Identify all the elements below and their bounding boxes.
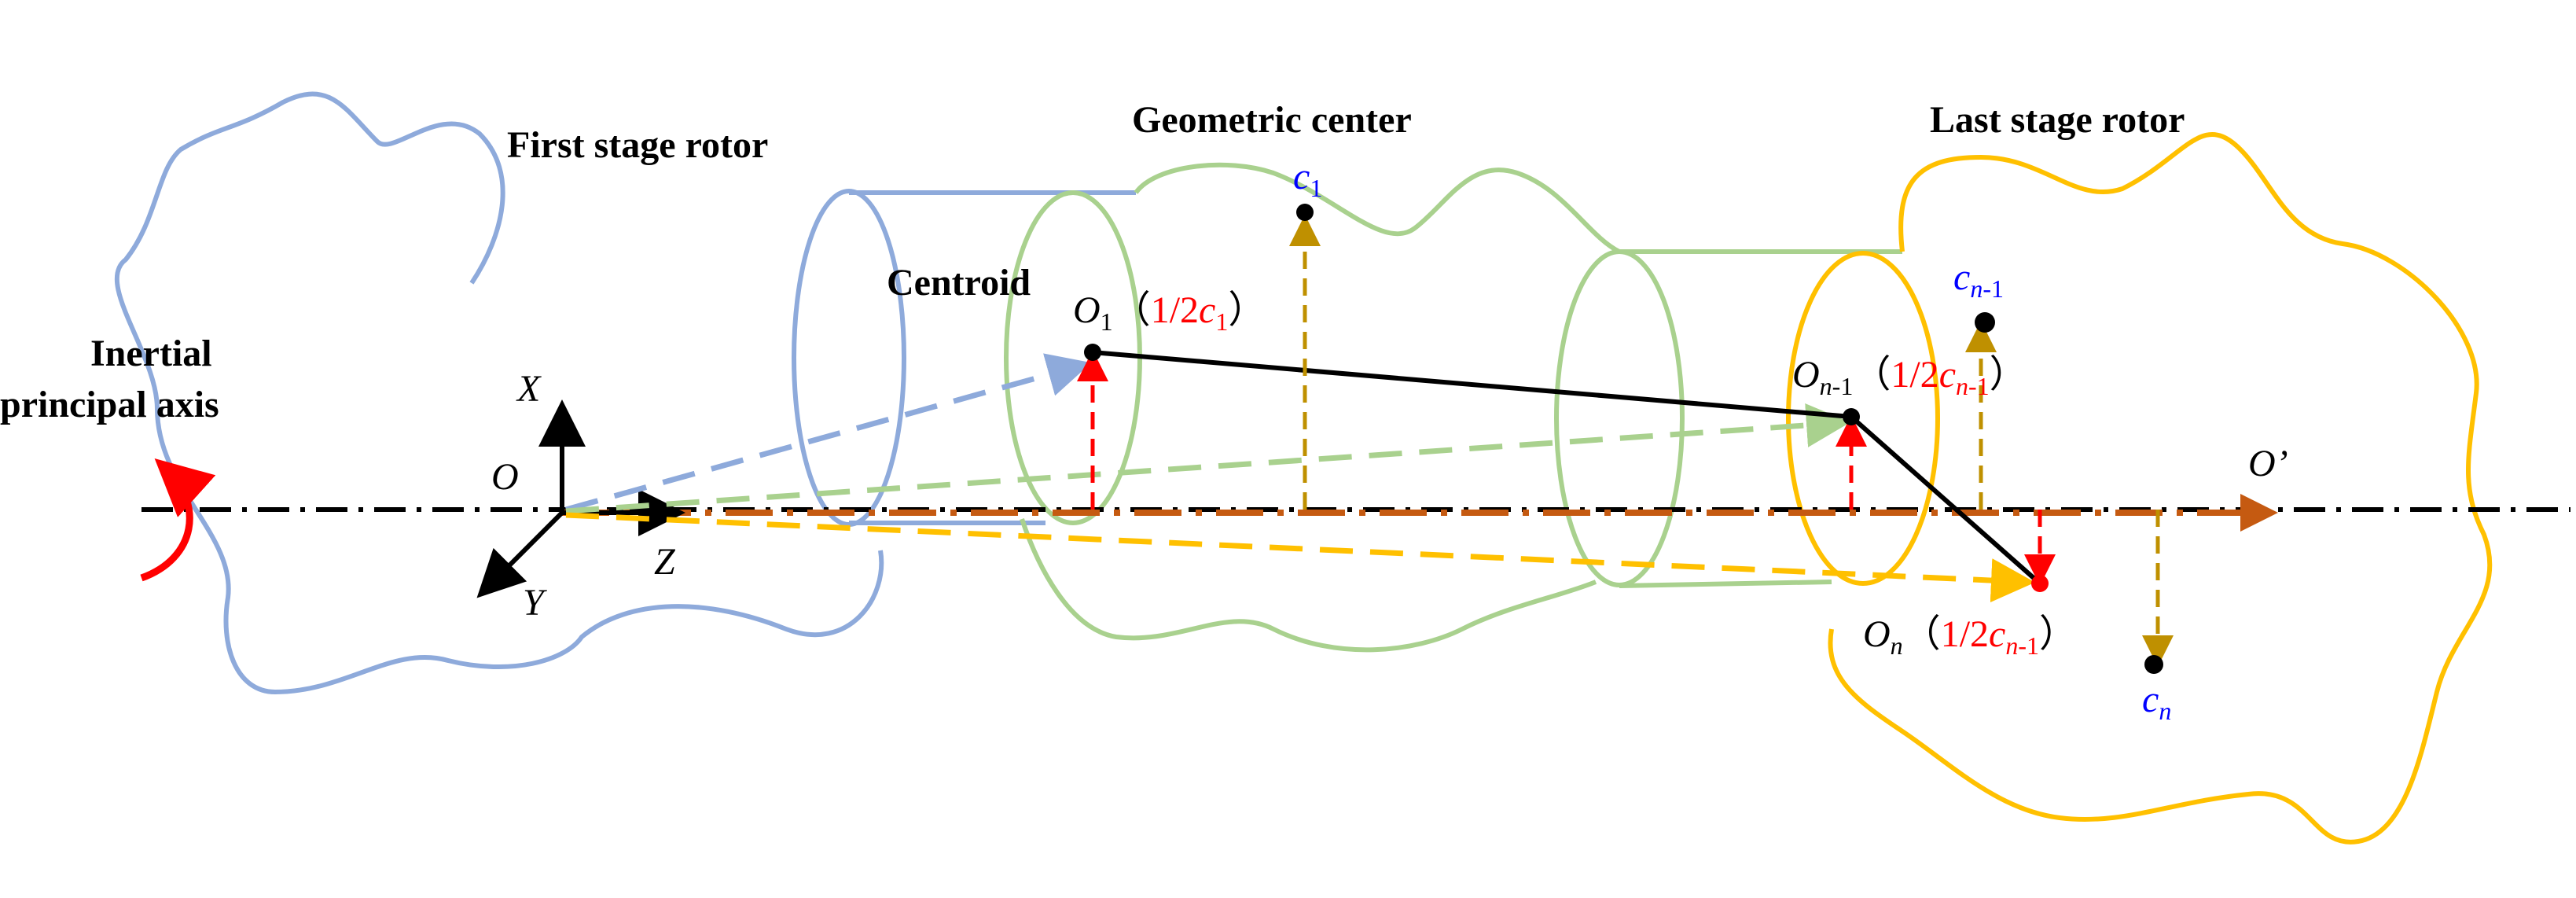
first-stage-rotor-outline: [114, 91, 884, 695]
label-c1: c1: [1293, 156, 1322, 202]
label-on: On（1/2cn-1）: [1863, 613, 2077, 660]
last-stage-rotor-outline: [1828, 132, 2493, 845]
label-axis-x: X: [516, 368, 542, 410]
label-geometric-center: Geometric center: [1132, 99, 1412, 141]
ray-to-on: [565, 512, 2035, 603]
point-cn1: [1975, 312, 1995, 333]
label-inertial: Inertial: [90, 333, 212, 374]
ray-to-o1: [565, 353, 1092, 513]
second-cylinder-face: [1554, 249, 1685, 587]
point-on: [2031, 575, 2049, 592]
y-axis-arrow: [476, 510, 564, 598]
point-o1: [1084, 344, 1101, 361]
label-last-stage-rotor: Last stage rotor: [1930, 99, 2185, 141]
label-cn: cn: [2142, 679, 2171, 725]
point-cn: [2144, 655, 2163, 674]
label-o-prime: O’: [2248, 443, 2288, 484]
middle-rotor-outline: [1134, 162, 1621, 254]
label-on1: On-1（1/2cn-1）: [1792, 354, 2027, 400]
first-cylinder-face: [792, 189, 906, 527]
label-o1: O1（1/2c1）: [1073, 289, 1266, 336]
label-first-stage-rotor: First stage rotor: [507, 124, 768, 166]
point-on1: [1843, 408, 1860, 425]
label-axis-z: Z: [654, 541, 676, 583]
label-centroid: Centroid: [887, 262, 1031, 304]
second-cylinder-bottom: [1619, 580, 1832, 588]
last-cylinder-face: [1786, 251, 1940, 586]
label-origin-o: O: [491, 456, 519, 498]
label-principal-axis: principal axis: [0, 384, 219, 425]
rotation-arrow-icon: [140, 458, 216, 582]
point-c1: [1296, 204, 1314, 221]
ray-to-on1: [565, 403, 1850, 514]
middle-rotor-outline-lower: [1020, 518, 1597, 653]
label-axis-y: Y: [523, 582, 547, 624]
label-cn1: cn-1: [1953, 256, 2004, 303]
